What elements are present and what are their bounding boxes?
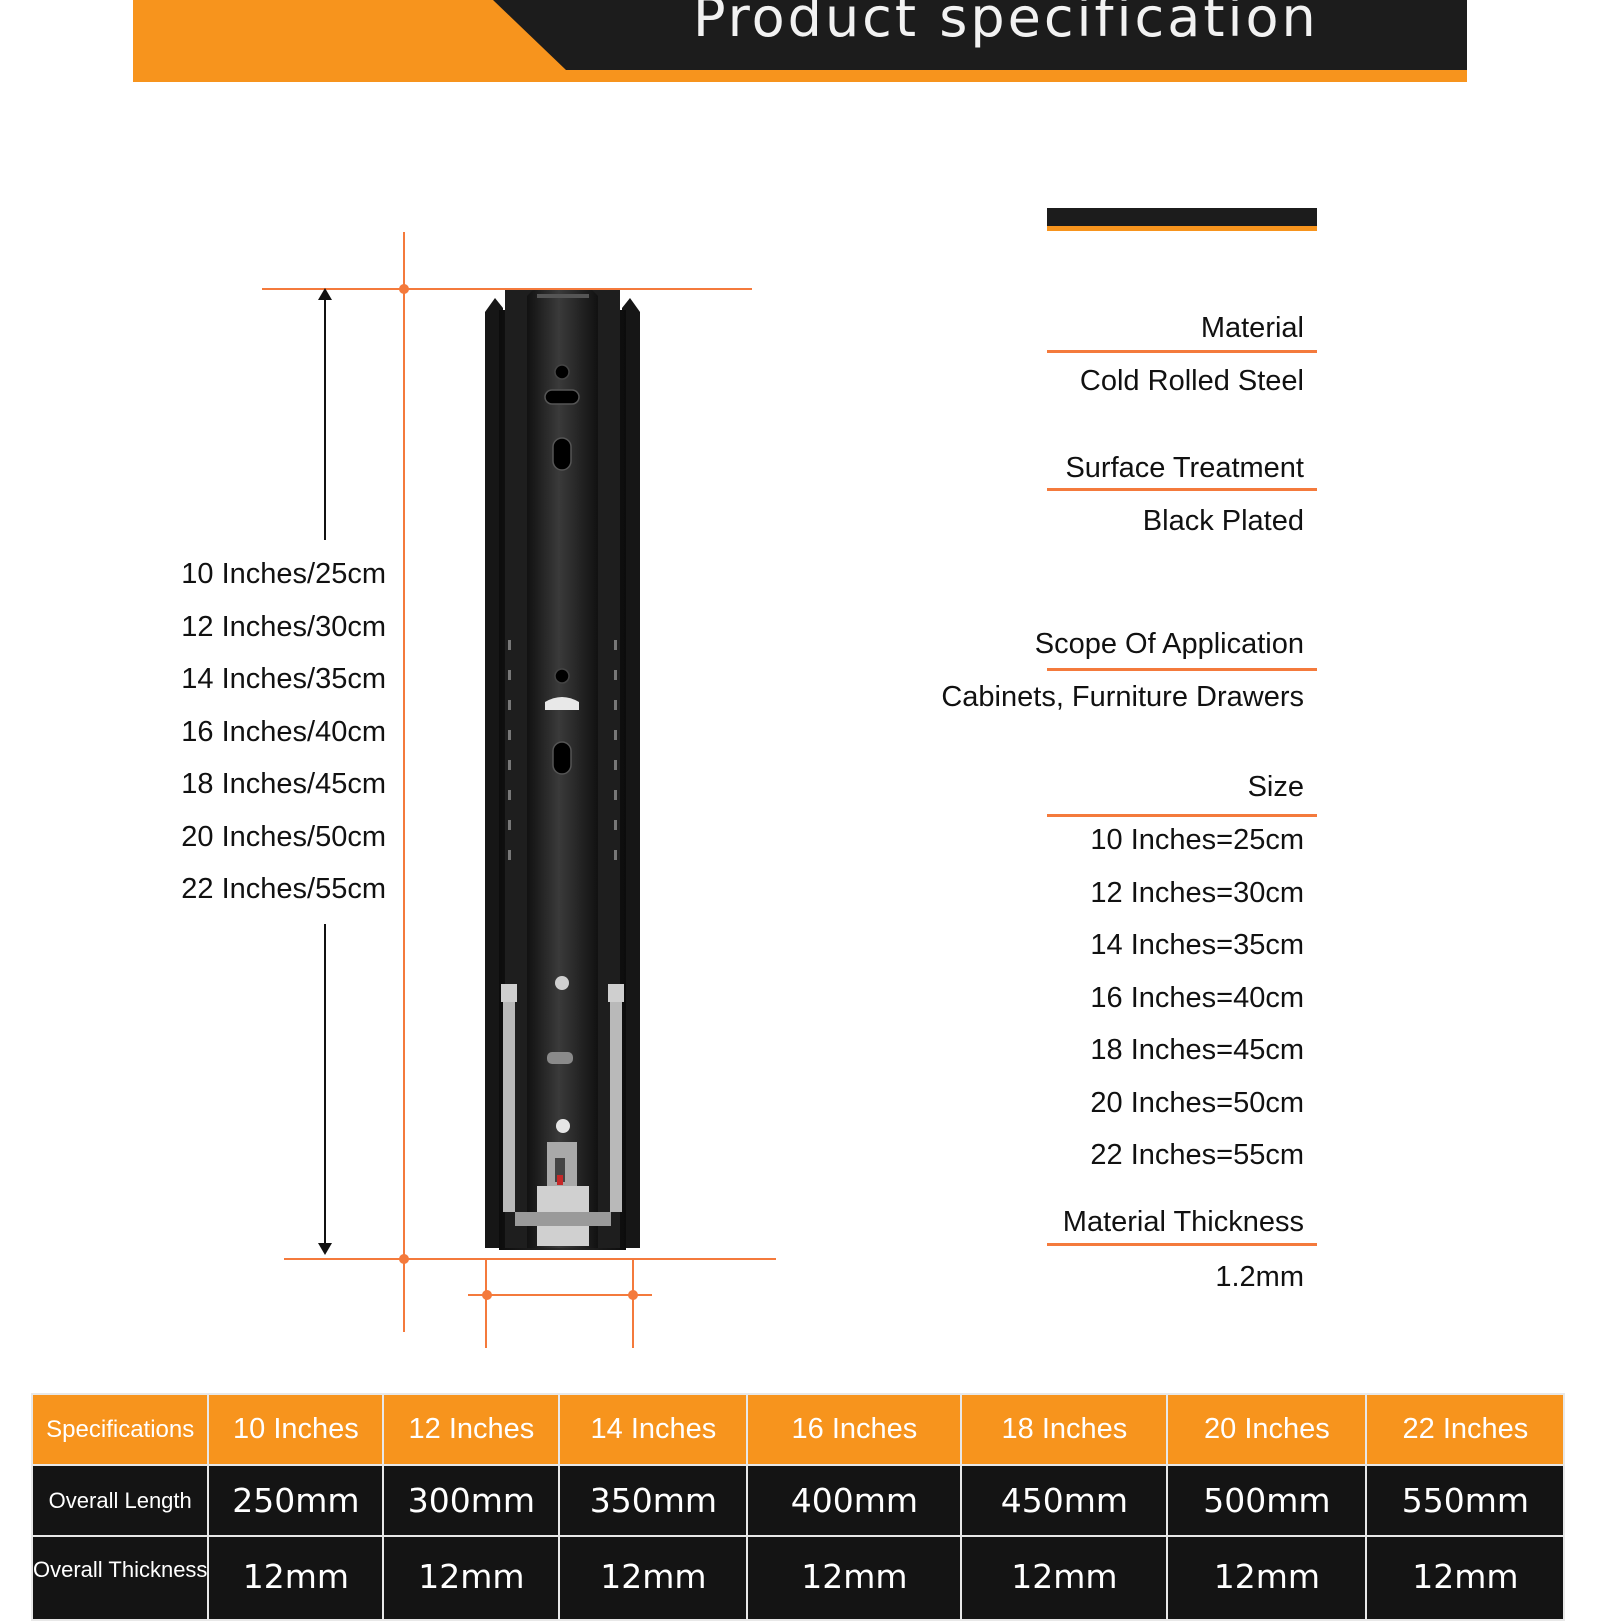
dimension-bottom-dot — [399, 1254, 409, 1264]
material-label: Material — [1200, 312, 1304, 344]
table-cell: 550mm — [1365, 1464, 1566, 1537]
dimension-vertical-line — [403, 232, 405, 1332]
length-arrow-up-icon — [318, 288, 332, 300]
scope-value: Cabinets, Furniture Drawers — [941, 681, 1304, 713]
length-arrow-down-icon — [318, 1243, 332, 1255]
width-dimension-line — [468, 1294, 652, 1296]
table-row: Overall Thickness 12mm 12mm 12mm 12mm 12… — [30, 1535, 1566, 1621]
size-conversion-item: 10 Inches=25cm — [1090, 824, 1304, 856]
width-right-line — [632, 1260, 634, 1348]
length-size-item: 18 Inches/45cm — [181, 768, 386, 800]
table-header-cell: 10 Inches — [207, 1393, 385, 1466]
thickness-rule — [1047, 1243, 1317, 1246]
table-cell: 12mm — [960, 1535, 1169, 1621]
spec-header-bar — [1047, 208, 1317, 231]
length-arrow-lower-line — [324, 924, 326, 1244]
length-size-item: 20 Inches/50cm — [181, 820, 386, 853]
length-size-item: 16 Inches/40cm — [181, 715, 386, 748]
dimension-bottom-line — [284, 1258, 776, 1260]
drawer-slide-image — [485, 290, 640, 1258]
table-header-cell: 16 Inches — [746, 1393, 963, 1466]
table-cell: Overall Length — [30, 1464, 210, 1537]
table-cell: 12mm — [558, 1535, 749, 1621]
table-cell: 12mm — [746, 1535, 963, 1621]
length-arrow-upper-line — [324, 298, 326, 540]
table-cell: 12mm — [1166, 1535, 1368, 1621]
table-cell: 350mm — [558, 1464, 749, 1537]
table-header-cell: 22 Inches — [1365, 1393, 1566, 1466]
header-banner: Product specification — [133, 0, 1467, 82]
table-cell: 250mm — [207, 1464, 385, 1537]
width-right-dot — [628, 1290, 638, 1300]
length-size-list: 10 Inches/25cm 12 Inches/30cm 14 Inches/… — [150, 556, 386, 924]
table-header-cell: 18 Inches — [960, 1393, 1169, 1466]
length-size-item: 12 Inches/30cm — [181, 610, 386, 643]
table-header-row: Specifications 10 Inches 12 Inches 14 In… — [30, 1393, 1566, 1466]
table-header-cell: 14 Inches — [558, 1393, 749, 1466]
size-conversion-item: 18 Inches=45cm — [1090, 1034, 1304, 1066]
scope-label: Scope Of Application — [1034, 628, 1304, 660]
table-row: Overall Length 250mm 300mm 350mm 400mm 4… — [30, 1464, 1566, 1537]
table-cell: 12mm — [207, 1535, 385, 1621]
dimension-top-line — [262, 288, 752, 290]
surface-treatment-label: Surface Treatment — [1065, 452, 1304, 484]
scope-rule — [1047, 668, 1317, 671]
length-size-item: 14 Inches/35cm — [181, 663, 386, 695]
table-header-cell: 12 Inches — [382, 1393, 561, 1466]
size-conversion-item: 20 Inches=50cm — [1090, 1086, 1304, 1119]
table-cell: 12mm — [1365, 1535, 1566, 1621]
width-left-line — [485, 1260, 487, 1348]
size-rule — [1047, 814, 1317, 817]
table-cell: 400mm — [746, 1464, 963, 1537]
table-cell: 500mm — [1166, 1464, 1368, 1537]
size-conversion-item: 14 Inches=35cm — [1090, 929, 1304, 961]
size-conversion-list: 10 Inches=25cm 12 Inches=30cm 14 Inches=… — [1090, 822, 1304, 1190]
drawer-slide-icon — [485, 290, 640, 1250]
header-banner-dark-band — [493, 0, 1467, 70]
dimension-top-dot — [399, 284, 409, 294]
size-conversion-item: 16 Inches=40cm — [1090, 981, 1304, 1014]
material-rule — [1047, 350, 1317, 353]
material-value: Cold Rolled Steel — [1079, 365, 1304, 397]
thickness-label: Material Thickness — [1062, 1206, 1304, 1238]
thickness-value: 1.2mm — [1215, 1261, 1304, 1293]
spec-table: Specifications 10 Inches 12 Inches 14 In… — [30, 1393, 1566, 1621]
length-size-item: 22 Inches/55cm — [181, 873, 386, 905]
size-label: Size — [1247, 771, 1304, 803]
table-cell: 12mm — [382, 1535, 561, 1621]
table-header-cell: Specifications — [30, 1393, 210, 1466]
table-cell: Overall Thickness — [30, 1535, 210, 1621]
table-header-cell: 20 Inches — [1166, 1393, 1368, 1466]
size-conversion-item: 12 Inches=30cm — [1090, 876, 1304, 909]
width-left-dot — [482, 1290, 492, 1300]
page-title: Product specification — [693, 0, 1319, 49]
surface-treatment-rule — [1047, 488, 1317, 491]
surface-treatment-value: Black Plated — [1142, 505, 1304, 537]
table-cell: 300mm — [382, 1464, 561, 1537]
size-conversion-item: 22 Inches=55cm — [1090, 1139, 1304, 1171]
length-size-item: 10 Inches/25cm — [181, 558, 386, 590]
table-cell: 450mm — [960, 1464, 1169, 1537]
